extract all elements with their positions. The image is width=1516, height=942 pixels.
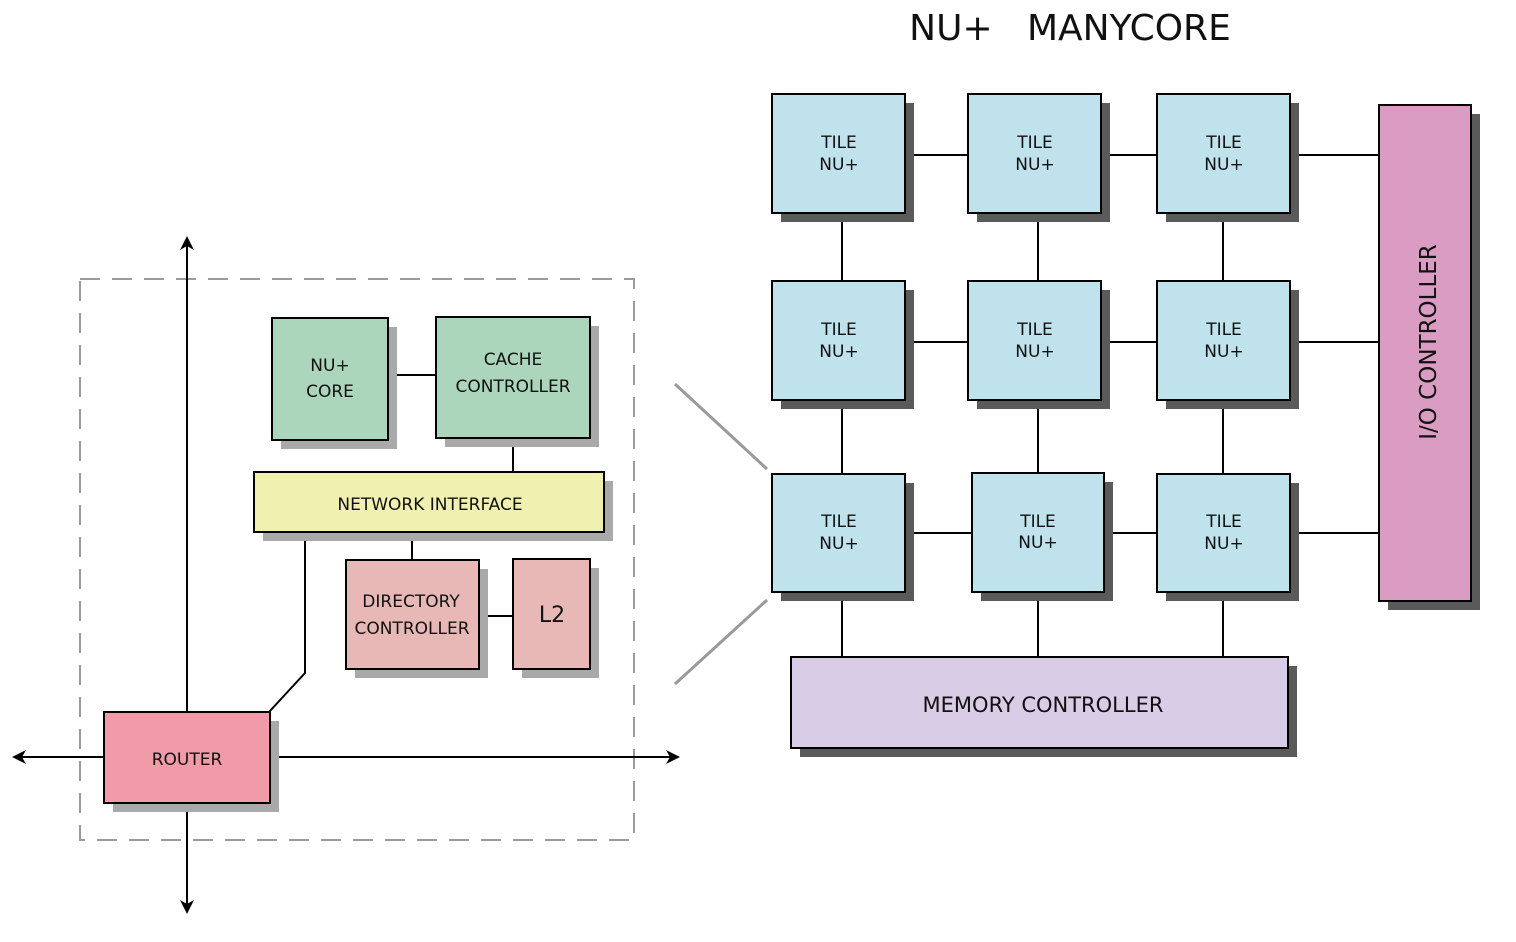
tile-label-line2: NU+	[1018, 533, 1057, 553]
tile-label-line1: TILE	[820, 320, 857, 340]
tile-box	[1156, 473, 1291, 593]
l2-box	[512, 558, 591, 670]
router-box	[103, 711, 271, 804]
tile-box	[1156, 93, 1291, 214]
tile-boundary	[79, 278, 635, 841]
directory-controller-box	[345, 559, 480, 670]
memory-controller-label: MEMORY CONTROLLER	[923, 693, 1164, 717]
tile: TILE NU+	[967, 280, 1110, 409]
tile-label-line2: NU+	[1015, 155, 1054, 175]
tile-box	[771, 473, 906, 593]
tile-label-line1: TILE	[1205, 320, 1242, 340]
cache-controller-box	[435, 316, 591, 439]
cache-controller-label-line1: CACHE	[484, 350, 543, 370]
tile-label-line1: TILE	[1016, 320, 1053, 340]
tile-label-line2: NU+	[1204, 534, 1243, 554]
tile-label-line1: TILE	[820, 133, 857, 153]
ni-router-link	[268, 532, 306, 713]
tile-label-line2: NU+	[1204, 155, 1243, 175]
tile-box	[971, 472, 1105, 593]
tile: TILE NU+	[967, 93, 1110, 222]
tile-label-line2: NU+	[819, 155, 858, 175]
tile-box	[771, 280, 906, 401]
tile-box	[1156, 280, 1291, 401]
tile-label-line1: TILE	[1205, 512, 1242, 532]
tile-label-line2: NU+	[819, 342, 858, 362]
network-interface-box	[253, 471, 605, 533]
tile-detail: NU+ CORE CACHE CONTROLLER NETWORK INTERF…	[12, 236, 680, 914]
router-label: ROUTER	[152, 750, 223, 770]
tile-box	[967, 280, 1102, 401]
tile-label-line1: TILE	[1019, 512, 1056, 532]
l2-label: L2	[539, 603, 565, 628]
tile-box	[967, 93, 1102, 214]
cache-controller-label-line2: CONTROLLER	[455, 377, 570, 397]
tile: TILE NU+	[1156, 93, 1299, 222]
tile-label-line1: TILE	[1016, 133, 1053, 153]
tile: TILE NU+	[771, 280, 914, 409]
tile-box	[771, 93, 906, 214]
io-controller-label: I/O CONTROLLER	[1416, 244, 1442, 440]
core-label-line2: CORE	[306, 382, 354, 402]
tile: TILE NU+	[771, 93, 914, 222]
io-controller-box	[1378, 104, 1472, 602]
tile: TILE NU+	[1156, 280, 1299, 409]
directory-controller-label-line1: DIRECTORY	[362, 592, 460, 612]
zoom-line-bottom	[673, 598, 769, 686]
memory-controller-box	[790, 656, 1289, 749]
directory-controller-label-line2: CONTROLLER	[354, 619, 469, 639]
tile-label-line2: NU+	[819, 534, 858, 554]
tile-label-line2: NU+	[1015, 342, 1054, 362]
zoom-line-top	[673, 382, 769, 471]
network-interface-label: NETWORK INTERFACE	[337, 495, 522, 515]
core-box	[271, 317, 389, 441]
tile-label-line2: NU+	[1204, 342, 1243, 362]
tile-label-line1: TILE	[1205, 133, 1242, 153]
diagram-title: NU+ MANYCORE	[909, 8, 1231, 49]
tile: TILE NU+	[1156, 473, 1299, 601]
tile: TILE NU+	[971, 472, 1113, 601]
core-label-line1: NU+	[310, 356, 349, 376]
tile-label-line1: TILE	[820, 512, 857, 532]
tile: TILE NU+	[771, 473, 914, 601]
manycore-mesh: TILE NU+ TILE NU+ TILE NU+ TILE NU+ TILE…	[771, 93, 1480, 757]
